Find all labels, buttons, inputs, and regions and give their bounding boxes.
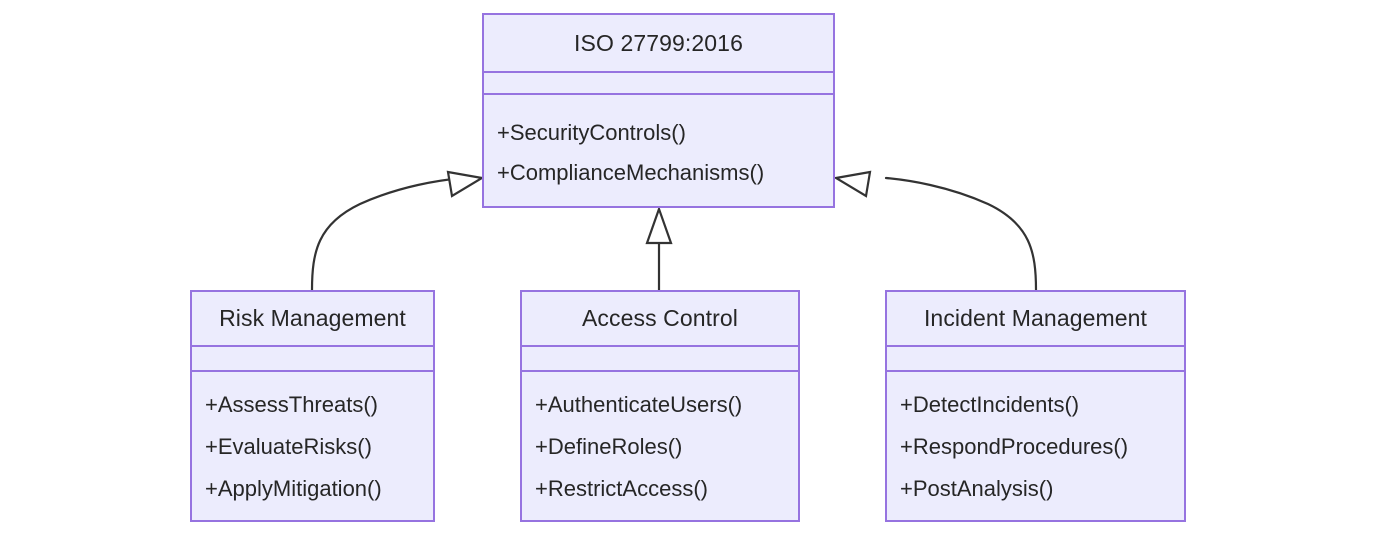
compartment-divider — [484, 71, 833, 73]
hollow-triangle-arrowhead-incident — [832, 170, 872, 198]
method-row: +SecurityControls() — [497, 119, 686, 145]
compartment-divider — [484, 93, 833, 95]
class-methods-risk: +AssessThreats() +EvaluateRisks() +Apply… — [192, 372, 433, 520]
compartment-divider — [522, 370, 798, 372]
method-row: +ApplyMitigation() — [205, 476, 382, 501]
class-attributes-incident — [887, 347, 1184, 370]
method-row: +DefineRoles() — [535, 434, 683, 459]
class-node-incident-management[interactable]: Incident Management +DetectIncidents() +… — [885, 290, 1186, 522]
generalization-incident-to-iso — [832, 170, 1038, 292]
generalization-risk-to-iso — [310, 170, 486, 292]
class-methods-incident: +DetectIncidents() +RespondProcedures() … — [887, 372, 1184, 520]
compartment-divider — [192, 345, 433, 347]
compartment-divider — [192, 370, 433, 372]
edge-line-incident — [884, 176, 1038, 292]
method-row: +DetectIncidents() — [900, 392, 1080, 417]
compartment-divider — [522, 345, 798, 347]
class-node-iso-27799-2016[interactable]: ISO 27799:2016 +SecurityControls() +Comp… — [482, 13, 835, 208]
class-methods-access: +AuthenticateUsers() +DefineRoles() +Res… — [522, 372, 798, 520]
method-row: +PostAnalysis() — [900, 476, 1054, 501]
method-row: +AssessThreats() — [205, 392, 378, 417]
generalization-access-to-iso — [645, 205, 673, 292]
class-name-incident: Incident Management — [923, 305, 1148, 331]
compartment-divider — [887, 345, 1184, 347]
class-name-access: Access Control — [581, 305, 739, 331]
edge-line-risk — [310, 176, 465, 292]
class-attributes-iso — [484, 73, 833, 93]
method-row: +ComplianceMechanisms() — [497, 159, 765, 185]
class-name-iso: ISO 27799:2016 — [574, 29, 743, 56]
class-methods-iso: +SecurityControls() +ComplianceMechanism… — [484, 95, 833, 206]
compartment-divider — [887, 370, 1184, 372]
class-attributes-risk — [192, 347, 433, 370]
class-name-risk: Risk Management — [219, 305, 406, 331]
hollow-triangle-arrowhead-access — [645, 205, 673, 245]
class-node-access-control[interactable]: Access Control +AuthenticateUsers() +Def… — [520, 290, 800, 522]
method-row: +RespondProcedures() — [900, 434, 1129, 459]
method-row: +EvaluateRisks() — [205, 434, 372, 459]
class-attributes-access — [522, 347, 798, 370]
class-node-risk-management[interactable]: Risk Management +AssessThreats() +Evalua… — [190, 290, 435, 522]
method-row: +AuthenticateUsers() — [535, 392, 743, 417]
method-row: +RestrictAccess() — [535, 476, 708, 501]
hollow-triangle-arrowhead-risk — [446, 170, 486, 198]
